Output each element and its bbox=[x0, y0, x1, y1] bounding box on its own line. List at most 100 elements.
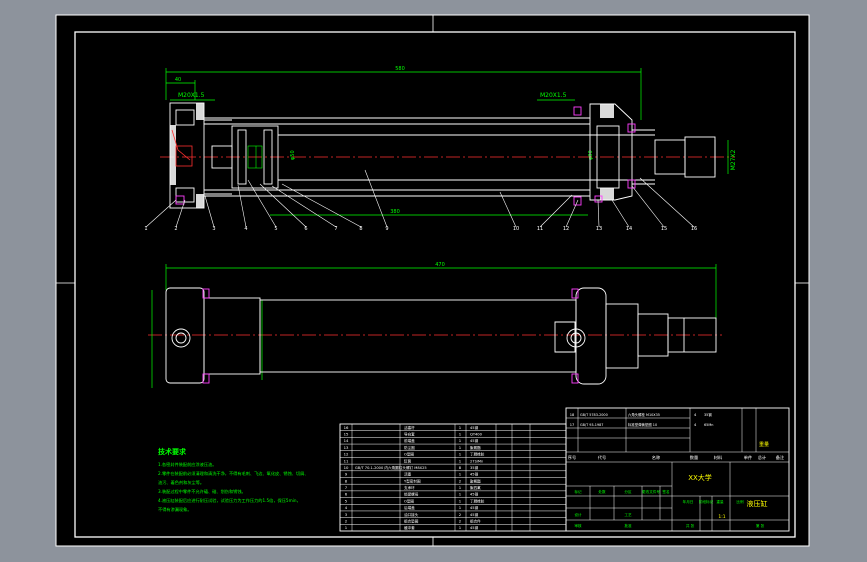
balloon-11: 11 bbox=[537, 226, 543, 232]
bom-no: 2 bbox=[345, 518, 348, 523]
bom-qty: 1 bbox=[459, 438, 462, 443]
bom-qty: 1 bbox=[459, 458, 462, 463]
rear-head-hatch bbox=[170, 103, 204, 208]
title-label: 分区 bbox=[624, 489, 632, 494]
front-bolts bbox=[202, 288, 579, 384]
title-label: 更改文件号 bbox=[642, 489, 660, 494]
title-label: 签名 bbox=[662, 489, 670, 494]
std-qty: 4 bbox=[694, 423, 697, 427]
bom-qty: 1 bbox=[459, 498, 462, 503]
bom-no: 8 bbox=[345, 478, 348, 483]
bom-name: O型圈 bbox=[404, 452, 414, 457]
bom-name: 防尘圈 bbox=[404, 445, 415, 450]
header-cell: 名称 bbox=[652, 454, 660, 461]
bom-material: QT400 bbox=[470, 433, 483, 437]
std-code: GB/T 93-1987 bbox=[580, 423, 603, 427]
bom-qty: 1 bbox=[459, 432, 462, 437]
bom-material: 45钢 bbox=[470, 438, 479, 443]
title-label: 重量 bbox=[716, 499, 724, 504]
title-label: 标记 bbox=[574, 489, 582, 494]
tech-line: 油污、着色剂和灰尘等。 bbox=[158, 479, 204, 486]
bom-name: 活塞 bbox=[404, 472, 412, 477]
bom-material: 丁腈橡胶 bbox=[470, 452, 485, 457]
stroke-dim-text: 380 bbox=[390, 209, 400, 215]
bom-name: 油口接头 bbox=[404, 512, 419, 517]
front-head-hatch bbox=[600, 104, 614, 200]
std-name: 六角头螺栓 M10X35 bbox=[628, 412, 660, 417]
title-label: 处数 bbox=[598, 489, 606, 494]
balloon-2: 2 bbox=[174, 226, 177, 232]
bom-no: 6 bbox=[345, 492, 348, 497]
std-code: GB/T 5783-2000 bbox=[580, 413, 608, 417]
bom-no: 10 bbox=[344, 465, 349, 470]
overall-dim-front-text: 470 bbox=[435, 262, 445, 268]
balloon-7: 7 bbox=[334, 226, 337, 232]
title-label: 审核 bbox=[574, 523, 582, 528]
bom-qty: 2 bbox=[459, 518, 462, 523]
bom-no: 7 bbox=[345, 485, 348, 490]
tech-lines: 1.各密封件装配前应涂液压油。2.零件在装配前必须清理和清洗干净，不得有毛刺、飞… bbox=[158, 461, 309, 513]
bom-no: 13 bbox=[344, 445, 349, 450]
bom-material: 45钢 bbox=[470, 492, 479, 497]
section-view: 580 40 M20X1.5 M20X1.5 bbox=[144, 66, 737, 232]
piston-rod bbox=[278, 134, 716, 181]
bom-material: 45钢 bbox=[470, 472, 479, 477]
bom-name: GB/T 70.1-2000 内六角圆柱头螺钉 M8X25 bbox=[355, 465, 427, 470]
bom-material: 丁腈橡胶 bbox=[470, 498, 485, 503]
title-label: 阶段标记 bbox=[699, 499, 714, 504]
bom-name: 缸筒 bbox=[404, 458, 412, 463]
bom-name: 锁紧螺母 bbox=[404, 492, 419, 497]
bom-qty: 2 bbox=[459, 512, 462, 517]
header-cell: 总计 bbox=[758, 454, 766, 461]
header-cell: 材料 bbox=[714, 454, 723, 461]
inner-frame bbox=[74, 31, 796, 538]
title-labels: 标记处数分区更改文件号签名年月日设计审核工艺批准阶段标记重量比例共 张第 张 bbox=[574, 489, 764, 528]
rear-head bbox=[169, 102, 232, 209]
std-qty: 4 bbox=[694, 413, 697, 417]
scale-value: 1:1 bbox=[718, 514, 725, 520]
balloon-16: 16 bbox=[691, 226, 697, 232]
balloon-8: 8 bbox=[359, 226, 362, 232]
bom-no: 4 bbox=[345, 505, 348, 510]
bom-qty: 1 bbox=[459, 492, 462, 497]
bom-material: 45钢 bbox=[470, 512, 479, 517]
bom-no: 14 bbox=[344, 438, 349, 443]
bom-grid bbox=[340, 424, 566, 531]
bom-material: 聚四氟 bbox=[470, 485, 481, 490]
title-label: 第 张 bbox=[756, 523, 765, 528]
bom-material: 45钢 bbox=[470, 525, 479, 530]
balloon-13: 13 bbox=[596, 226, 602, 232]
balloon-9: 9 bbox=[385, 226, 388, 232]
piston bbox=[211, 125, 279, 189]
zone-ticks bbox=[56, 15, 809, 546]
bom-qty: 1 bbox=[459, 452, 462, 457]
bom-no: 5 bbox=[345, 498, 348, 503]
bom-qty: 1 bbox=[459, 425, 462, 430]
front-body bbox=[165, 287, 717, 385]
balloon-3: 3 bbox=[212, 226, 215, 232]
bom-material: 35钢 bbox=[470, 465, 479, 470]
header-cell: 数量 bbox=[690, 454, 698, 461]
balloon-15: 15 bbox=[661, 226, 667, 232]
tech-title: 技术要求 bbox=[158, 447, 187, 456]
header-cell: 代号 bbox=[598, 454, 606, 461]
bom-material: 27SiMn bbox=[470, 459, 483, 463]
bom-name: 缓冲套 bbox=[404, 525, 415, 530]
bom-header-row: 序号代号名称数量材料单件总计备注 bbox=[568, 454, 785, 461]
piston-seals bbox=[247, 145, 263, 169]
header-cell: 序号 bbox=[568, 454, 576, 461]
bom-qty: 8 bbox=[459, 465, 462, 470]
bom-name: 活塞杆 bbox=[404, 425, 415, 430]
tech-line: 4.液压缸装配后应进行耐压试验，试验压力为工作压力的1.5倍，保压5min， bbox=[158, 497, 301, 504]
bom-qty: 2 bbox=[459, 478, 462, 483]
tech-requirements: 技术要求 1.各密封件装配前应涂液压油。2.零件在装配前必须清理和清洗干净，不得… bbox=[158, 447, 309, 513]
overall-dim-front bbox=[151, 264, 717, 388]
port-fittings bbox=[171, 328, 586, 348]
overall-dim-top-text: 580 bbox=[395, 66, 405, 72]
std-material: 65Mn bbox=[704, 423, 713, 427]
bom-material: 聚氨酯 bbox=[470, 478, 481, 483]
